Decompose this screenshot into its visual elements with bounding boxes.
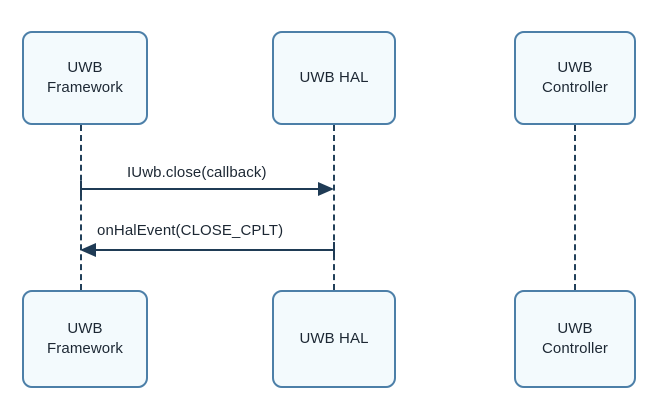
message-tail-onhalevent: [333, 242, 335, 257]
participant-foot-uwb-framework[interactable]: UWB Framework: [22, 290, 148, 388]
participant-foot-uwb-hal[interactable]: UWB HAL: [272, 290, 396, 388]
message-line-onhalevent[interactable]: [96, 249, 334, 251]
message-label-close: IUwb.close(callback): [127, 164, 267, 181]
participant-head-uwb-controller[interactable]: UWB Controller: [514, 31, 636, 125]
lifeline-uwb-controller: [574, 125, 576, 290]
participant-foot-uwb-controller[interactable]: UWB Controller: [514, 290, 636, 388]
lifeline-uwb-hal: [333, 125, 335, 290]
lifeline-uwb-framework: [80, 125, 82, 290]
participant-head-uwb-hal[interactable]: UWB HAL: [272, 31, 396, 125]
participant-head-uwb-framework[interactable]: UWB Framework: [22, 31, 148, 125]
message-arrowhead-close: [318, 182, 334, 196]
message-label-onhalevent: onHalEvent(CLOSE_CPLT): [97, 222, 284, 239]
message-line-close[interactable]: [81, 188, 318, 190]
message-arrowhead-onhalevent: [80, 243, 96, 257]
